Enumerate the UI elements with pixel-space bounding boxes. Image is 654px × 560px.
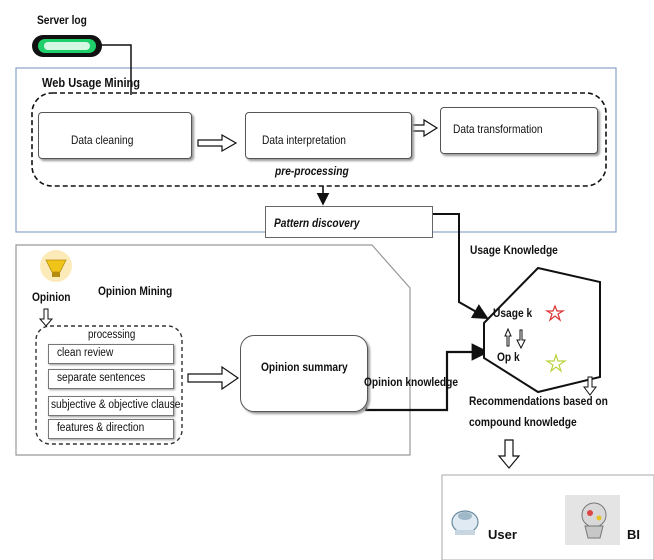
usage-knowledge-label: Usage Knowledge <box>470 243 558 257</box>
data-interpretation-label: Data interpretation <box>262 133 346 147</box>
pattern-discovery-box: Pattern discovery <box>265 206 433 238</box>
processing-step-label: features & direction <box>57 422 145 434</box>
bi-label: BI <box>627 527 640 542</box>
preprocessing-label: pre-processing <box>275 164 349 178</box>
compound-knowledge-hexagon <box>483 266 601 394</box>
processing-step-label: separate sentences <box>57 372 146 384</box>
data-transformation-box: Data transformation <box>440 107 598 154</box>
server-log-icon <box>32 35 102 57</box>
processing-step-clean-review: clean review <box>48 344 174 364</box>
processing-label: processing <box>88 329 136 341</box>
opinion-summary-label: Opinion summary <box>261 360 348 374</box>
hollow-arrow-summary <box>187 365 240 391</box>
opinion-summary-box: Opinion summary <box>240 335 368 412</box>
processing-step-subjective-objective: subjective & objective clause <box>48 396 180 416</box>
opinion-lamp-icon <box>40 250 72 282</box>
op-k-label: Op k <box>497 350 520 364</box>
user-icon <box>451 510 479 535</box>
processing-region <box>35 325 183 445</box>
server-log-connector <box>100 44 132 95</box>
green-star-icon <box>545 353 567 373</box>
data-cleaning-label: Data cleaning <box>71 133 134 147</box>
usage-k-label: Usage k <box>493 306 533 320</box>
bi-icon <box>565 495 620 545</box>
pattern-to-hexagon-line <box>432 213 489 319</box>
processing-step-label: clean review <box>57 347 114 359</box>
hexagon-up-arrow <box>504 327 512 347</box>
opinion-mining-title: Opinion Mining <box>98 284 173 298</box>
recommendations-line2: compound knowledge <box>469 415 577 429</box>
red-star-icon <box>544 304 566 322</box>
hollow-arrow-2 <box>411 118 439 138</box>
opinion-down-arrow <box>38 308 54 327</box>
data-interpretation-box: Data interpretation <box>245 112 412 159</box>
user-label: User <box>488 527 517 542</box>
opinion-knowledge-label: Opinion knowledge <box>364 375 459 389</box>
data-cleaning-box: Data cleaning <box>38 112 192 159</box>
hexagon-side-down-arrow <box>583 376 597 396</box>
processing-step-label: subjective & objective clause <box>51 399 181 411</box>
recommendation-down-arrow <box>497 439 521 469</box>
hexagon-down-arrow <box>516 329 526 350</box>
pattern-discovery-label: Pattern discovery <box>274 216 360 230</box>
server-log-label: Server log <box>37 13 87 27</box>
web-usage-mining-title: Web Usage Mining <box>42 75 141 90</box>
hollow-arrow-1 <box>197 133 238 153</box>
preprocessing-region <box>31 92 607 187</box>
processing-step-separate-sentences: separate sentences <box>48 369 174 389</box>
processing-step-features-direction: features & direction <box>48 419 174 439</box>
recommendations-line1: Recommendations based on <box>469 394 608 408</box>
opinion-label: Opinion <box>32 290 71 304</box>
data-transformation-label: Data transformation <box>453 122 543 136</box>
